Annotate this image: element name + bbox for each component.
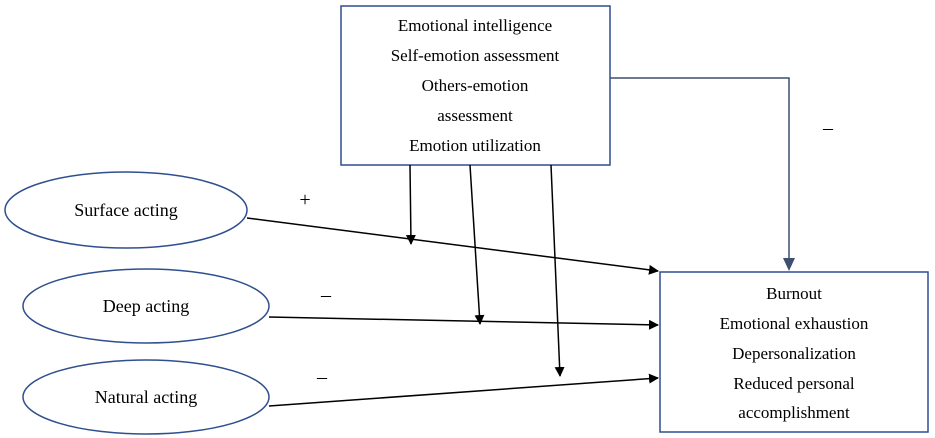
predictor-natural-acting: Natural acting	[22, 359, 270, 435]
sign-surface: +	[299, 189, 310, 211]
arrow-surface-to-burnout	[246, 217, 659, 275]
sign-ei-direct: –	[822, 117, 834, 139]
predictor-surface-acting: Surface acting	[4, 171, 248, 249]
arrow-deep-to-burnout	[268, 316, 659, 330]
arrow-natural-to-burnout	[268, 373, 659, 407]
predictor-label: Surface acting	[74, 200, 177, 220]
moderator-box: Emotional intelligence Self-emotion asse…	[340, 5, 611, 166]
sign-natural: –	[316, 366, 328, 388]
outcome-line-5: accomplishment	[738, 403, 850, 422]
moderator-box-frame	[340, 5, 611, 166]
outcome-line-3: Depersonalization	[732, 344, 856, 363]
outcome-box-frame	[659, 271, 929, 433]
moderation-arrow-deep	[469, 164, 485, 325]
moderation-arrow-natural	[550, 164, 565, 377]
moderator-line-3: Others-emotion	[422, 76, 529, 95]
moderator-line-2: Self-emotion assessment	[391, 46, 560, 65]
sign-deep: –	[320, 284, 332, 306]
predictor-label: Deep acting	[103, 296, 189, 316]
arrow-ei-to-burnout	[610, 77, 790, 268]
predictor-ellipse	[22, 268, 270, 344]
arrow-ei-to-burnout-head	[783, 258, 795, 271]
outcome-line-1: Burnout	[766, 284, 822, 303]
moderator-line-1: Emotional intelligence	[398, 16, 552, 35]
outcome-box: Burnout Emotional exhaustion Depersonali…	[659, 271, 929, 433]
predictor-deep-acting: Deep acting	[22, 268, 270, 344]
moderator-line-4: assessment	[437, 106, 513, 125]
outcome-line-2: Emotional exhaustion	[720, 314, 869, 333]
predictor-ellipse	[22, 359, 270, 435]
moderation-arrow-surface	[405, 164, 416, 245]
outcome-line-4: Reduced personal	[733, 374, 855, 393]
predictor-label: Natural acting	[95, 387, 197, 407]
predictor-ellipse	[4, 171, 248, 249]
moderator-line-5: Emotion utilization	[409, 136, 541, 155]
